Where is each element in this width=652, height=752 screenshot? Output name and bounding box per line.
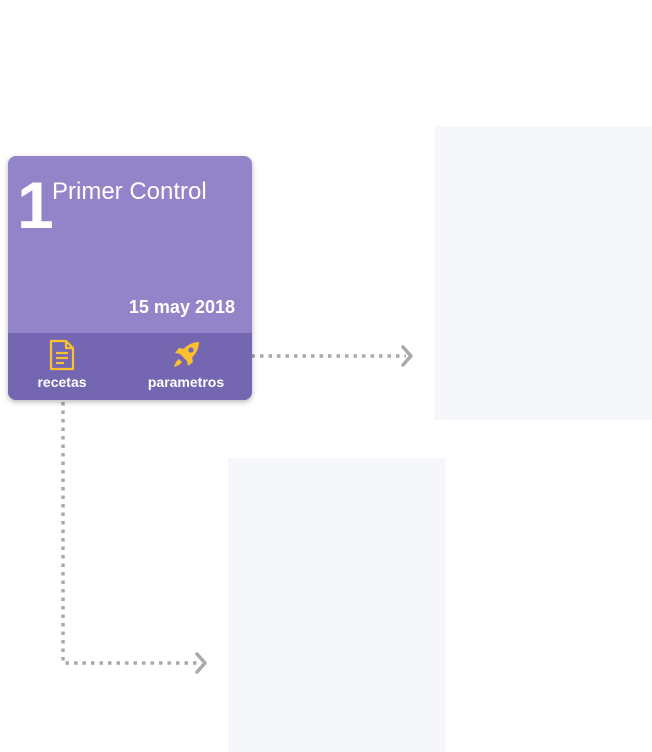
arrowhead-bottom-icon: [195, 652, 207, 674]
recetas-button[interactable]: recetas: [22, 333, 102, 400]
card-title: Primer Control: [52, 178, 207, 205]
placeholder-panel-bottom: [228, 458, 446, 752]
card-date: 15 may 2018: [128, 297, 235, 317]
parametros-label: parametros: [147, 374, 225, 390]
recetas-label: recetas: [37, 374, 87, 390]
arrowhead-right-icon: [401, 345, 413, 367]
document-icon: [49, 339, 75, 371]
placeholder-panel-right: [434, 126, 652, 420]
card-number: 1: [17, 168, 54, 242]
control-card[interactable]: 1 Primer Control 15 may 2018 recetas par…: [8, 156, 252, 400]
connector-line-down: [61, 402, 199, 665]
rocket-icon: [174, 342, 199, 367]
parametros-button[interactable]: parametros: [136, 333, 236, 400]
card-footer: recetas parametros: [8, 333, 252, 400]
